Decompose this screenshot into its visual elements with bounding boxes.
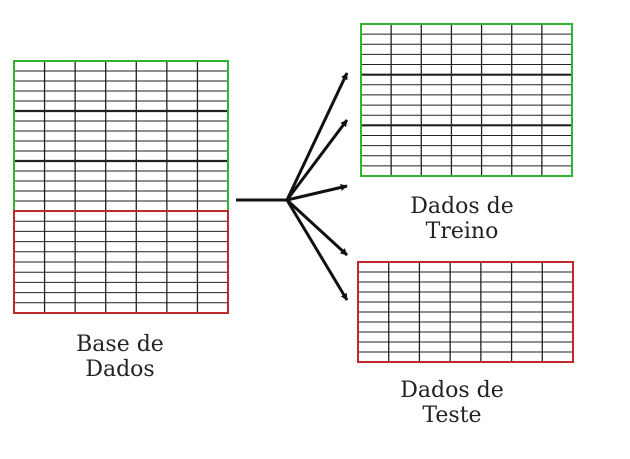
testing-table-border	[357, 261, 574, 363]
database-test-part-border	[13, 210, 229, 314]
database-train-part-border	[13, 60, 229, 212]
database-label: Base de Dados	[40, 332, 200, 382]
training-label-line2: Treino	[425, 219, 499, 244]
training-table-border	[360, 23, 573, 177]
arrow-to-test-top	[285, 198, 349, 257]
testing-table-grid	[357, 261, 574, 363]
training-label: Dados de Treino	[382, 194, 542, 244]
testing-label-line1: Dados de	[400, 378, 504, 403]
database-table-grid	[13, 60, 229, 314]
testing-label: Dados de Teste	[372, 378, 532, 428]
arrow-to-train-bottom	[286, 184, 348, 202]
testing-label-line2: Teste	[422, 403, 482, 428]
training-label-line1: Dados de	[410, 194, 514, 219]
training-table-grid	[360, 23, 573, 177]
database-label-line2: Dados	[85, 357, 155, 382]
arrow-to-test-bottom	[285, 199, 349, 301]
arrow-to-train-middle	[285, 119, 349, 201]
arrow-to-train-top	[285, 72, 349, 201]
database-label-line1: Base de	[76, 332, 164, 357]
split-arrows	[236, 72, 349, 301]
